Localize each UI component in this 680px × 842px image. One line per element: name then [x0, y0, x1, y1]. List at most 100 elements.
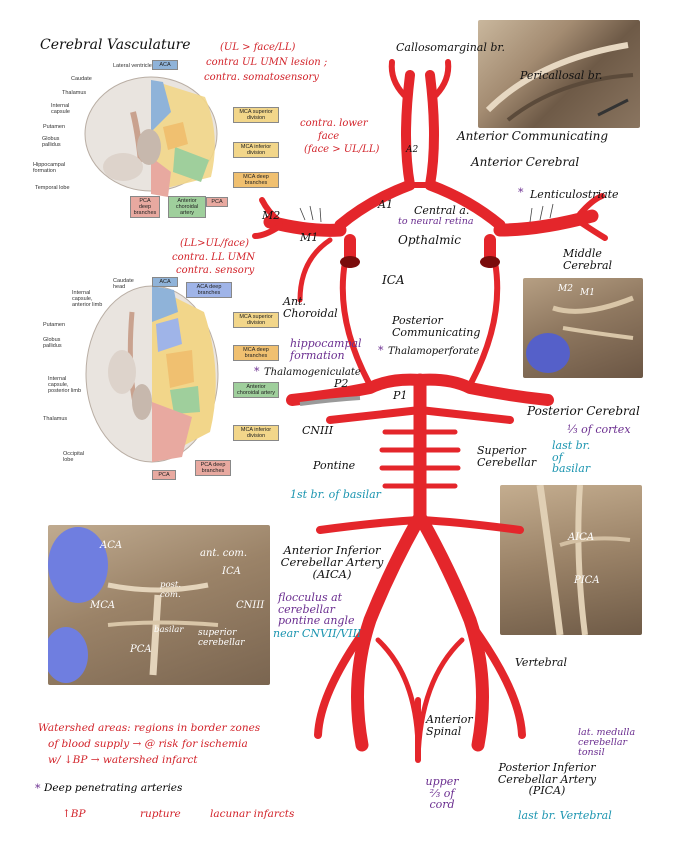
note-watershed-2: of blood supply → @ risk for ischemia	[48, 738, 248, 750]
label-opthalmic: Opthalmic	[398, 233, 461, 247]
label-occipital-lobe: Occipital lobe	[63, 451, 85, 464]
brain-coronal-section	[83, 72, 223, 207]
photo-label-basilar: basilar	[154, 625, 184, 635]
label-hippocampal-formation-note: hippocampal formation	[290, 337, 362, 362]
label-last-br-basilar: last br. of basilar	[552, 439, 591, 476]
photo-mca	[523, 278, 643, 378]
photo-label-cniii: CNIII	[236, 600, 265, 611]
photo-aica-pica	[500, 485, 642, 635]
label-caudate-head: Caudate head	[113, 278, 134, 291]
label-thalamogeniculate-asterisk: *	[254, 365, 260, 378]
photo-label-aica: AICA	[568, 532, 595, 543]
photo-pericallosal	[478, 20, 640, 128]
label-pontine: Pontine	[313, 459, 356, 472]
box-mca-deep: MCA deep branches	[233, 172, 279, 189]
label-vertebral: Vertebral	[515, 656, 568, 669]
label-flocculus: flocculus at cerebellar pontine angle	[278, 591, 355, 628]
label-p2: P2	[334, 377, 349, 390]
note-deep-rupture: rupture	[140, 808, 181, 820]
photo-label-pca: PCA	[130, 644, 152, 655]
label-ant-choroidal: Ant. Choroidal	[283, 295, 338, 320]
box-pca: PCA	[206, 197, 228, 208]
label-p1: P1	[393, 389, 408, 402]
label-temporal-lobe: Temporal lobe	[35, 185, 70, 191]
label-a1: A1	[378, 198, 393, 211]
label-central-a: Central a.	[414, 204, 470, 217]
label-lenticulostriate-asterisk: *	[518, 186, 524, 199]
photo-label-m2: M2	[558, 284, 573, 294]
label-lat-medulla: lat. medulla cerebellar tonsil	[578, 727, 636, 758]
label-caudate: Caudate	[71, 76, 92, 82]
label-internal-capsule-anterior: Internal capsule, anterior limb	[72, 290, 103, 309]
note-aca-rule: (UL > face/LL)	[220, 42, 296, 53]
label-internal-capsule-posterior: Internal capsule, posterior limb	[48, 376, 82, 395]
note-deep-title: Deep penetrating arteries	[44, 782, 183, 794]
box-pca-deep-2: PCA deep branches	[195, 460, 231, 477]
box-mca-superior: MCA superior division	[233, 107, 279, 124]
label-aica: Anterior Inferior Cerebellar Artery (AIC…	[280, 543, 384, 582]
label-hippocampal-formation: Hippocampal formation	[33, 162, 66, 175]
note-deep-bp: ↑BP	[62, 808, 86, 820]
label-putamen-2: Putamen	[43, 322, 66, 328]
box-mca-inferior-2: MCA inferior division	[233, 425, 279, 442]
label-thalamoperforate-asterisk: *	[378, 344, 384, 357]
box-mca-inferior: MCA inferior division	[233, 142, 279, 159]
label-thalamus: Thalamus	[62, 90, 87, 96]
label-superior-cerebellar: Superior Cerebellar	[477, 444, 537, 469]
note-deep-umn: contra. LL UMN	[172, 252, 256, 263]
note-deep-rule: (LL>UL/face)	[180, 238, 250, 249]
note-mca-lower-1: contra. lower	[300, 118, 368, 129]
box-aca-deep: ACA deep branches	[186, 282, 232, 299]
label-m2: M2	[262, 209, 281, 222]
label-globus-pallidus: Globus pallidus	[42, 136, 61, 149]
box-pca-2: PCA	[152, 470, 176, 481]
note-aca-lesion: contra UL UMN lesion ;	[206, 57, 328, 68]
photo-label-ica: ICA	[222, 566, 241, 577]
photo-label-sup-cerebellar: superior cerebellar	[198, 628, 245, 648]
label-thalamus-2: Thalamus	[43, 416, 68, 422]
box-anterior-choroidal: Anterior choroidal artery	[168, 196, 206, 219]
label-globus-pallidus-2: Globus pallidus	[43, 337, 62, 350]
label-thalamogeniculate: Thalamogeniculate	[264, 367, 361, 378]
label-cniii: CNIII	[302, 424, 334, 437]
label-pericallosal: Pericallosal br.	[520, 69, 603, 82]
photo-label-m1: M1	[580, 288, 595, 298]
photo-label-mca: MCA	[90, 600, 116, 611]
photo-label-post-com: post. com.	[160, 580, 182, 600]
note-deep-sensory: contra. sensory	[176, 265, 255, 276]
label-first-br-basilar: 1st br. of basilar	[290, 488, 381, 501]
label-pica: Posterior Inferior Cerebellar Artery (PI…	[497, 761, 597, 798]
box-mca-superior-2: MCA superior division	[233, 312, 279, 329]
box-aca-2: ACA	[152, 277, 178, 288]
note-deep-asterisk: *	[35, 782, 41, 795]
label-a2: A2	[406, 145, 419, 155]
box-pca-deep: PCA deep branches	[130, 196, 160, 219]
label-posterior-cerebral: Posterior Cerebral	[527, 404, 640, 418]
label-last-br-vertebral: last br. Vertebral	[518, 809, 612, 822]
label-middle-cerebral: Middle Cerebral	[563, 247, 613, 272]
label-near-cn: near CNVII/VIII	[273, 627, 362, 640]
label-lenticulostriate: Lenticulostriate	[530, 188, 619, 201]
label-thalamoperforate: Thalamoperforate	[388, 346, 480, 357]
label-putamen: Putamen	[43, 124, 66, 130]
photo-circle-of-willis	[48, 525, 270, 685]
brain-horizontal-section	[82, 282, 222, 467]
note-watershed-3: w/ ↓BP → watershed infarct	[48, 754, 198, 766]
note-aca-sensory: contra. somatosensory	[204, 72, 319, 83]
label-ica: ICA	[382, 273, 405, 287]
label-anterior-spinal: Anterior Spinal	[426, 713, 473, 738]
box-aca: ACA	[152, 60, 178, 71]
box-anterior-choroidal-2: Anterior choroidal artery	[233, 382, 279, 399]
box-mca-deep-2: MCA deep branches	[233, 345, 279, 362]
photo-label-ant-com: ant. com.	[200, 548, 248, 559]
note-mca-lower-2: face	[318, 131, 340, 142]
label-anterior-cerebral: Anterior Cerebral	[471, 155, 580, 169]
label-posterior-communicating: Posterior Communicating	[392, 314, 481, 339]
photo-label-aca: ACA	[100, 540, 123, 551]
label-anterior-communicating: Anterior Communicating	[457, 129, 609, 143]
note-mca-lower-3: (face > UL/LL)	[304, 144, 380, 155]
label-lateral-ventricle: Lateral ventricle	[113, 63, 152, 69]
photo-label-pica: PICA	[574, 575, 600, 586]
label-third-cortex: ⅓ of cortex	[567, 423, 631, 436]
